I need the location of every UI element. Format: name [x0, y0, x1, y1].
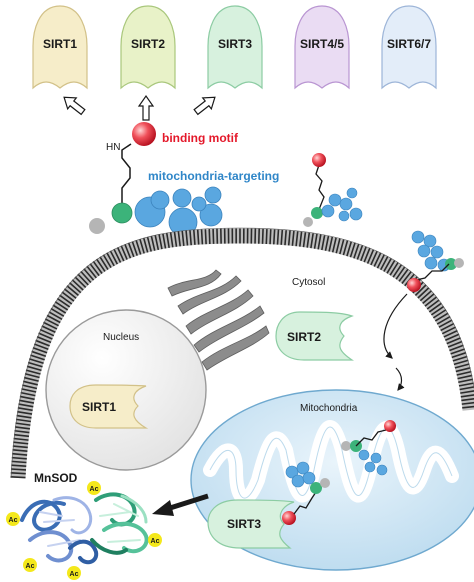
amine-label: HN — [106, 142, 120, 153]
cytosol-label: Cytosol — [292, 277, 325, 288]
sirt3-label: SIRT3 — [218, 37, 252, 51]
nucleus-label: Nucleus — [103, 332, 139, 343]
golgi-apparatus — [167, 269, 270, 371]
sirt1-shape: SIRT1 — [32, 5, 88, 90]
svg-text:Ac: Ac — [151, 538, 160, 545]
svg-text:Ac: Ac — [26, 563, 35, 570]
sirt3-shape: SIRT3 — [207, 5, 263, 90]
sirt6-7-label: SIRT6/7 — [387, 37, 431, 51]
sirt2-cytosolic: SIRT2 — [275, 311, 354, 361]
sirt4-5-shape: SIRT4/5 — [294, 5, 350, 90]
nucleus: Nucleus SIRT1 — [45, 309, 207, 471]
binding-motif-sphere — [132, 122, 156, 146]
probe-small-right — [303, 153, 363, 227]
arrow-to-mnsod — [152, 493, 209, 516]
sirt2-cytosol-label: SIRT2 — [287, 330, 321, 344]
arrow-to-sirt2 — [137, 94, 155, 121]
mnsod-subunit-green — [90, 492, 149, 555]
sirt1-nucleus-label: SIRT1 — [82, 400, 116, 414]
alkyl-linker — [121, 143, 132, 205]
sirt4-5-label: SIRT4/5 — [300, 37, 344, 51]
targeting-arrows — [63, 94, 216, 121]
sirt1-label: SIRT1 — [43, 37, 77, 51]
targeting-cluster — [134, 186, 223, 237]
sirt3-mito: SIRT3 — [207, 461, 330, 549]
anchor-sphere — [89, 218, 105, 234]
acetyl-marks: Ac Ac Ac Ac Ac — [6, 481, 162, 580]
mnsod-subunit-blue — [20, 496, 99, 565]
mitochondria-label: Mitochondria — [300, 403, 358, 414]
mnsod-structure: MnSOD Ac Ac Ac Ac Ac — [6, 471, 162, 580]
sirt2-label: SIRT2 — [131, 37, 165, 51]
probe-molecule: HN binding motif mitochondria-targeting — [89, 122, 279, 237]
binding-motif-label: binding motif — [162, 131, 239, 145]
mito-targeting-label: mitochondria-targeting — [148, 169, 279, 183]
mnsod-label: MnSOD — [34, 471, 78, 485]
sirt6-7-shape: SIRT6/7 — [381, 5, 437, 90]
mitochondrion: Mitochondria SIRT3 — [190, 389, 474, 571]
cell-membrane — [10, 227, 474, 479]
linker-sphere — [111, 202, 133, 224]
sirtuin-row: SIRT1 SIRT2 SIRT3 SIRT4/5 SIRT6/7 — [32, 5, 437, 90]
arrow-to-sirt1 — [63, 96, 86, 116]
svg-text:Ac: Ac — [70, 571, 79, 578]
svg-text:Ac: Ac — [9, 517, 18, 524]
sirt2-shape: SIRT2 — [120, 5, 176, 90]
svg-text:Ac: Ac — [90, 486, 99, 493]
probe-mito-upper — [341, 420, 396, 476]
sirt3-mito-label: SIRT3 — [227, 517, 261, 531]
arrow-to-sirt3 — [193, 96, 216, 116]
